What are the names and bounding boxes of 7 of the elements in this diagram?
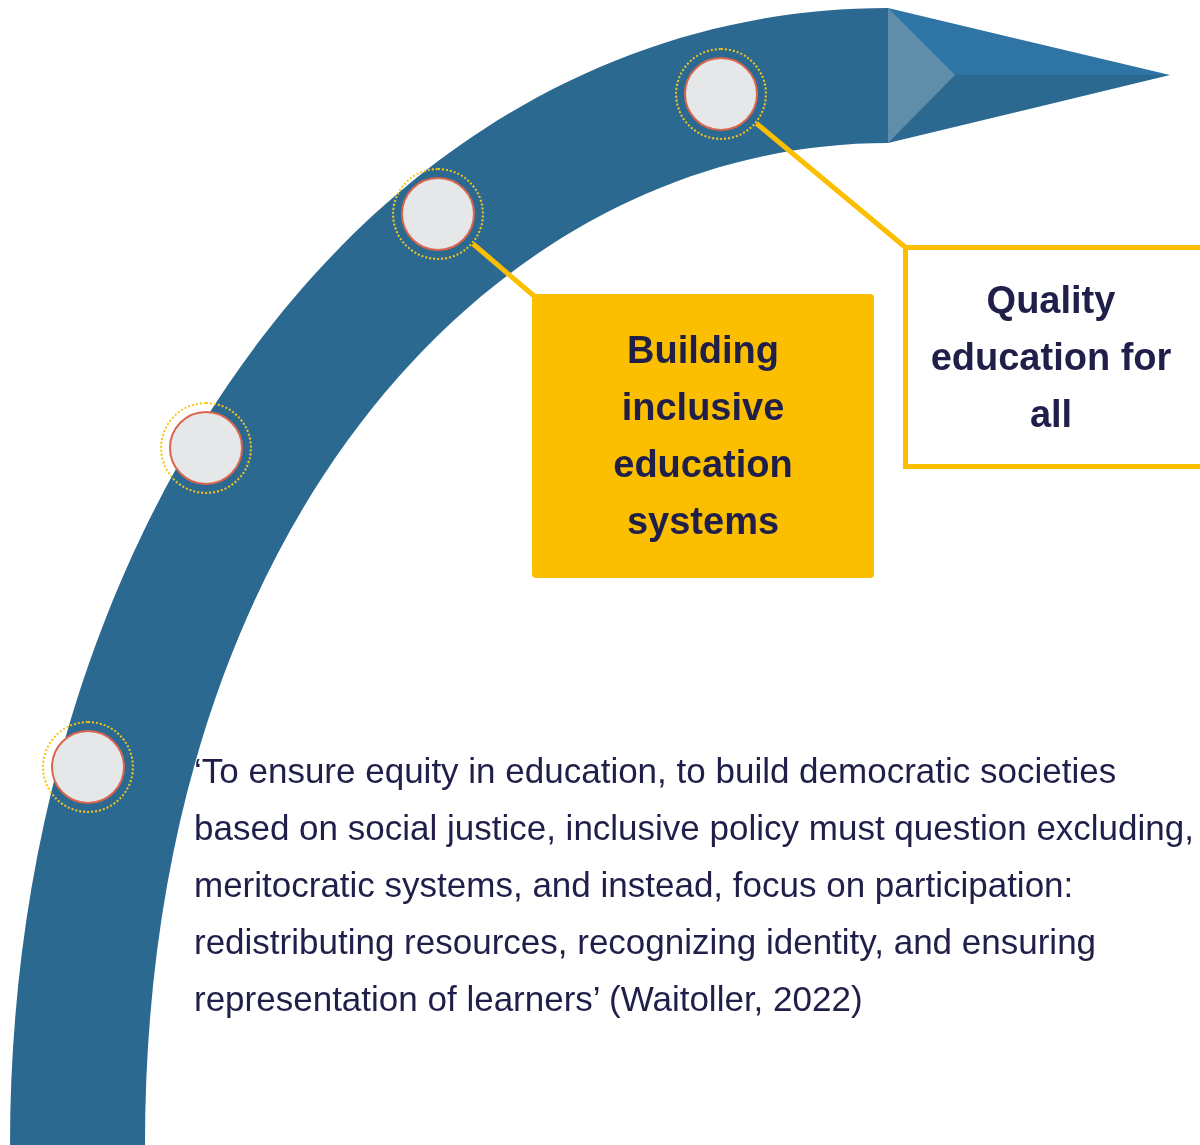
leader-line — [754, 121, 907, 249]
quote-text: ‘To ensure equity in education, to build democratic societies based on social justice, inclusive policy must question excluding, meritocratic systems, and instead, focus on participation: redistributing resources, recognizing identity, and ensuring representation of learners’ (Waitoller, 2022) — [194, 750, 1194, 1020]
box-title: Building inclusive education systems — [612, 328, 794, 544]
box-title: Quality education for all — [929, 277, 1173, 437]
highlight-box — [532, 294, 874, 578]
leader-line — [471, 241, 536, 298]
outlined-box — [903, 245, 1200, 469]
